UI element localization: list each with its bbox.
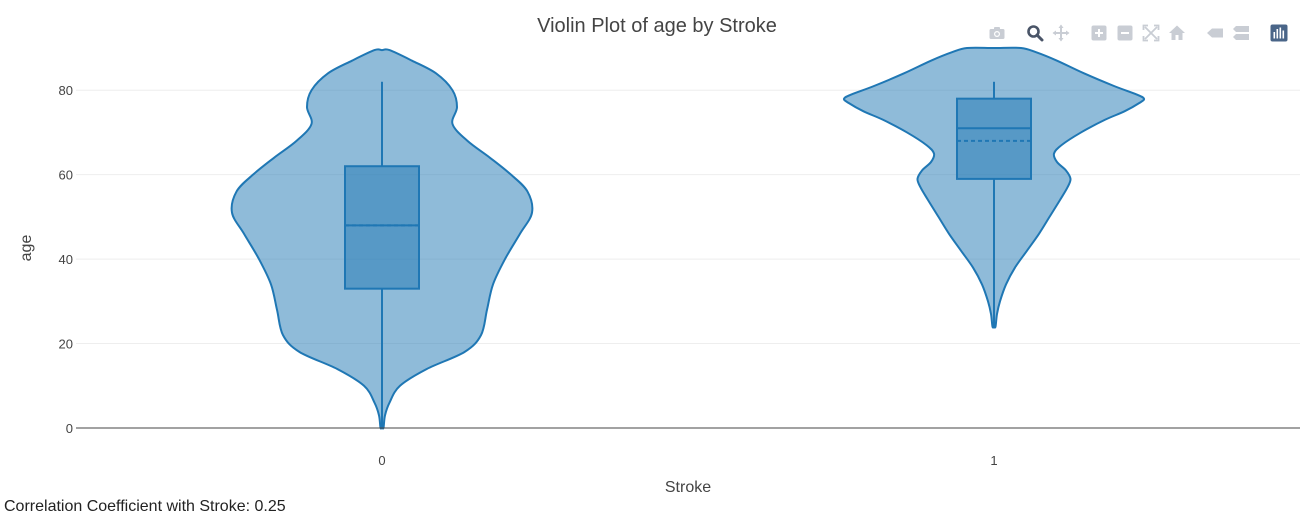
autoscale-icon[interactable]	[1138, 20, 1164, 46]
box-iqr-0[interactable]	[344, 165, 420, 290]
chart-title: Violin Plot of age by Stroke	[537, 15, 777, 37]
y-tick-labels: 0 20 40 60 80	[59, 83, 73, 436]
y-tick-label-0: 0	[66, 421, 73, 436]
x-axis-label: Stroke	[665, 479, 711, 496]
y-axis-label: age	[18, 235, 35, 262]
plotly-logo-icon[interactable]	[1266, 20, 1292, 46]
camera-icon[interactable]	[984, 20, 1010, 46]
box-iqr-1[interactable]	[956, 97, 1032, 180]
x-tick-label-1: 1	[990, 453, 997, 468]
zoom-icon[interactable]	[1022, 20, 1048, 46]
zoom-out-icon[interactable]	[1112, 20, 1138, 46]
violin-traces[interactable]	[230, 46, 1146, 430]
pan-icon[interactable]	[1048, 20, 1074, 46]
hover-compare-icon[interactable]	[1228, 20, 1254, 46]
violin-0[interactable]	[230, 48, 534, 430]
correlation-note: Correlation Coefficient with Stroke: 0.2…	[4, 498, 286, 515]
violin-1[interactable]	[842, 46, 1146, 329]
y-tick-label-80: 80	[59, 83, 73, 98]
reset-axes-icon[interactable]	[1164, 20, 1190, 46]
modebar	[984, 20, 1292, 46]
zoom-in-icon[interactable]	[1086, 20, 1112, 46]
y-tick-label-60: 60	[59, 168, 73, 183]
x-tick-label-0: 0	[378, 453, 385, 468]
hover-closest-icon[interactable]	[1202, 20, 1228, 46]
y-tick-label-20: 20	[59, 337, 73, 352]
y-tick-label-40: 40	[59, 252, 73, 267]
